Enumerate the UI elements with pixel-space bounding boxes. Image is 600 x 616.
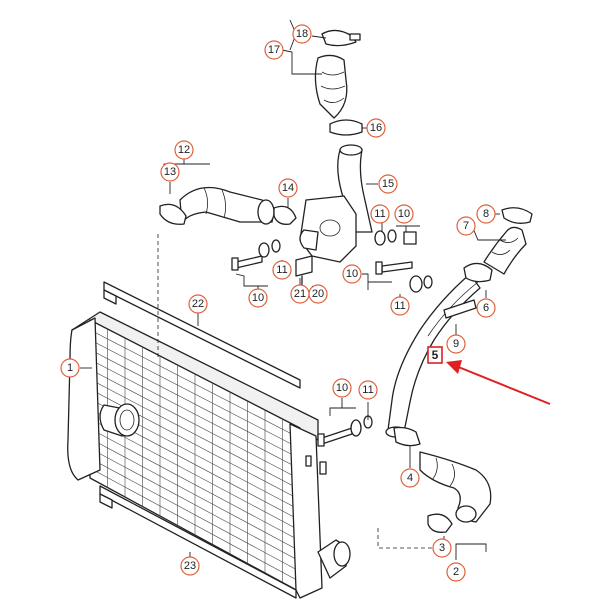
callout-label: 20 xyxy=(312,288,324,300)
callout-c10b[interactable]: 10 xyxy=(394,204,414,224)
callout-label: 8 xyxy=(483,208,489,220)
hose-upper-right xyxy=(483,207,533,275)
callout-circle xyxy=(476,204,496,224)
callout-label: 10 xyxy=(336,382,348,394)
callout-c10c[interactable]: 10 xyxy=(342,264,362,284)
callout-c11d[interactable]: 11 xyxy=(358,380,378,400)
callout-circle xyxy=(390,296,410,316)
callout-c11b[interactable]: 11 xyxy=(370,204,390,224)
callout-c7[interactable]: 7 xyxy=(456,216,476,236)
callout-circle xyxy=(432,538,452,558)
fastener-group-left xyxy=(231,239,313,291)
callout-circle xyxy=(370,204,390,224)
callout-circle xyxy=(272,260,292,280)
mounting-rail-lower xyxy=(99,485,297,599)
callout-circle xyxy=(174,140,194,160)
callout-circle xyxy=(264,40,284,60)
callout-circle xyxy=(278,178,298,198)
callout-circle xyxy=(456,216,476,236)
callout-c9[interactable]: 9 xyxy=(446,334,466,354)
callout-label: 3 xyxy=(439,542,445,554)
hose-lower-right xyxy=(393,426,492,533)
callout-circle xyxy=(400,468,420,488)
callout-c15[interactable]: 15 xyxy=(378,174,398,194)
callout-label: 17 xyxy=(268,44,280,56)
intercooler xyxy=(67,311,351,599)
callout-circle xyxy=(332,378,352,398)
callout-label: 2 xyxy=(453,566,459,578)
callout-c18[interactable]: 18 xyxy=(292,24,312,44)
callout-label: 6 xyxy=(483,302,489,314)
callout-c2[interactable]: 2 xyxy=(446,562,466,582)
upper-hose-assembly xyxy=(299,29,373,263)
callout-c6[interactable]: 6 xyxy=(476,298,496,318)
callout-c10d[interactable]: 10 xyxy=(332,378,352,398)
callout-c21[interactable]: 21 xyxy=(290,284,310,304)
callout-c16[interactable]: 16 xyxy=(366,118,386,138)
callout-c20[interactable]: 20 xyxy=(308,284,328,304)
callout-label: 18 xyxy=(296,28,308,40)
callout-circle xyxy=(292,24,312,44)
callout-circle xyxy=(446,562,466,582)
callout-label: 7 xyxy=(463,220,469,232)
callout-label: 4 xyxy=(407,472,413,484)
callout-circle xyxy=(378,174,398,194)
callout-c22[interactable]: 22 xyxy=(188,294,208,314)
callout-c11a[interactable]: 11 xyxy=(272,260,292,280)
callout-c17[interactable]: 17 xyxy=(264,40,284,60)
callout-label: 21 xyxy=(294,288,306,300)
callout-label: 16 xyxy=(370,122,382,134)
mounting-rail-upper xyxy=(103,281,301,389)
callout-c10a[interactable]: 10 xyxy=(248,288,268,308)
highlighted-callout-label: 5 xyxy=(432,348,439,362)
intercooler-core-fins xyxy=(89,329,301,583)
callout-circle xyxy=(290,284,310,304)
callout-label: 1 xyxy=(67,362,73,374)
callout-circle xyxy=(446,334,466,354)
callout-label: 10 xyxy=(346,268,358,280)
callout-circle xyxy=(342,264,362,284)
callout-label: 13 xyxy=(164,166,176,178)
callout-circle xyxy=(394,204,414,224)
callout-circle xyxy=(248,288,268,308)
highlight-arrow xyxy=(446,360,551,405)
callout-label: 9 xyxy=(453,338,459,350)
callout-label: 11 xyxy=(362,384,373,396)
callout-c11c[interactable]: 11 xyxy=(390,296,410,316)
callout-circle xyxy=(188,294,208,314)
callout-c12[interactable]: 12 xyxy=(174,140,194,160)
callout-c23[interactable]: 23 xyxy=(180,556,200,576)
callout-c8[interactable]: 8 xyxy=(476,204,496,224)
charge-hose-left xyxy=(159,186,297,225)
callout-circle xyxy=(358,380,378,400)
callout-label: 12 xyxy=(178,144,190,156)
callout-label: 23 xyxy=(184,560,196,572)
callout-label: 10 xyxy=(398,208,410,220)
callout-circle xyxy=(366,118,386,138)
callout-c3[interactable]: 3 xyxy=(432,538,452,558)
callout-circle xyxy=(476,298,496,318)
fastener-group-right xyxy=(374,229,433,293)
callout-label: 15 xyxy=(382,178,394,190)
highlighted-callout[interactable]: 5 xyxy=(427,346,443,364)
callout-label: 10 xyxy=(252,292,264,304)
callout-circle xyxy=(180,556,200,576)
callout-c14[interactable]: 14 xyxy=(278,178,298,198)
callout-label: 11 xyxy=(276,264,287,276)
fastener-group-center xyxy=(317,415,373,447)
leader-lines xyxy=(80,19,506,566)
callout-c13[interactable]: 13 xyxy=(160,162,180,182)
callout-c1[interactable]: 1 xyxy=(60,358,80,378)
callout-label: 22 xyxy=(192,298,204,310)
callout-label: 11 xyxy=(374,208,385,220)
callout-circle xyxy=(160,162,180,182)
callout-circle xyxy=(60,358,80,378)
callout-label: 14 xyxy=(282,182,294,194)
callout-c4[interactable]: 4 xyxy=(400,468,420,488)
callout-label: 11 xyxy=(394,300,405,312)
